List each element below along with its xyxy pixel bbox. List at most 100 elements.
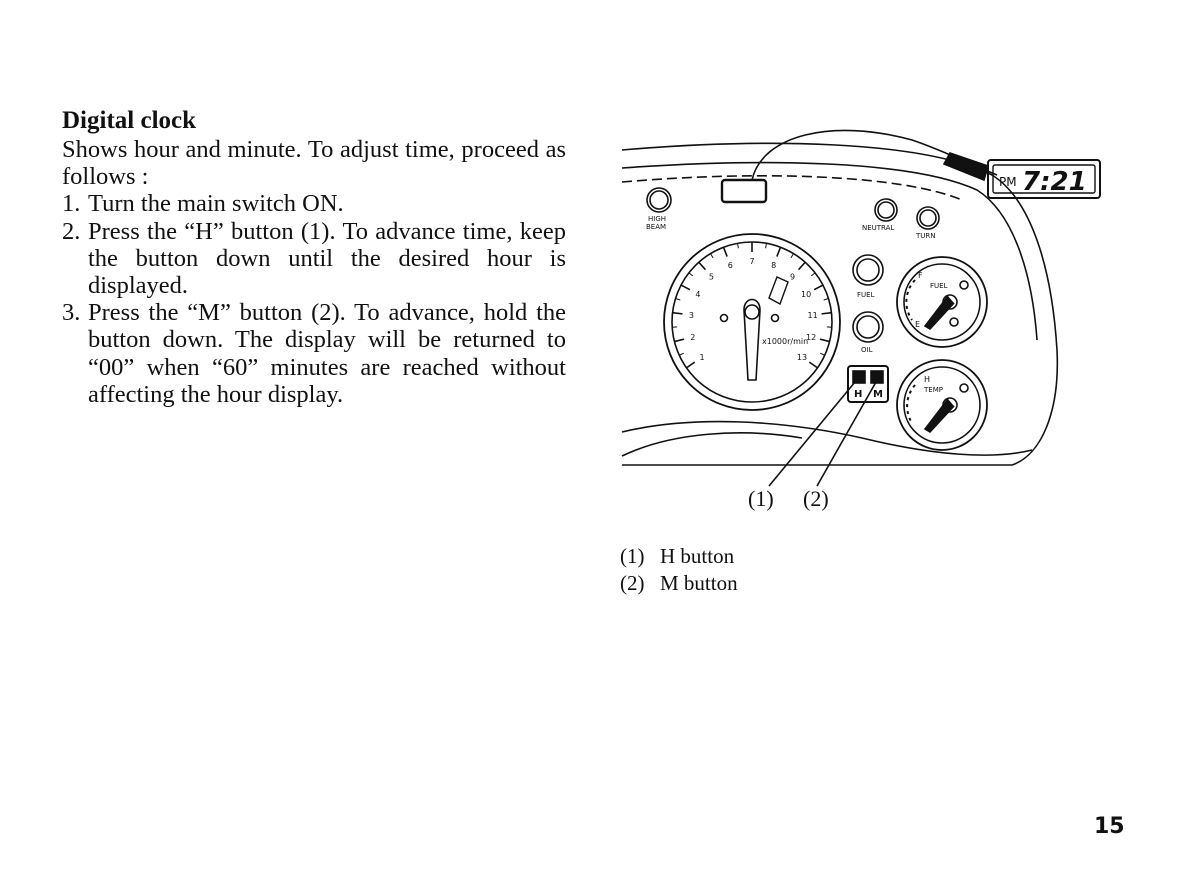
m-key-label: M [873,389,883,400]
tach-minor-tick [710,253,714,259]
hm-button-block: H M [847,365,889,403]
turn-light [916,206,940,230]
steps-list: 1. Turn the main switch ON. 2. Press the… [62,190,566,408]
tach-minor-tick [810,272,816,277]
m-button[interactable] [870,370,884,384]
leader-line-clock [751,129,998,181]
tach-tick [821,311,832,315]
tach-number: 4 [695,290,700,299]
neutral-label: NEUTRAL [862,224,894,232]
tach-number: 2 [690,333,695,342]
tach-number: 13 [797,353,807,362]
temp-hot-mark: H [924,375,930,384]
neutral-light [874,198,898,222]
clock-window [720,178,768,204]
callout-label-1: (1) [748,486,774,511]
tach-tick [680,284,691,291]
tach-number: 9 [790,272,795,281]
panel-lower-edge [621,420,1033,456]
oil-label: OIL [861,346,873,354]
tach-tick [674,338,685,343]
clock-display-frame [987,159,1101,199]
fuel-needle [923,295,955,331]
page-number: 15 [1094,814,1125,839]
tach-minor-tick [819,352,825,356]
temp-gauge-label: TEMP [923,386,943,394]
tach-minor-tick [679,352,685,356]
high-beam-label: BEAM [646,223,666,231]
legend-item: (1) H button [620,543,738,570]
tach-minor-tick [790,253,794,259]
legend-label: M button [660,571,738,595]
leader-line-m [816,381,877,487]
fuel-gauge: F FUEL E [896,256,988,348]
panel-outline [621,142,1059,466]
fuel-empty-mark: E [915,320,920,329]
tach-tick [698,261,707,271]
tach-unit-label: x1000r/min [762,337,808,346]
panel-bezel-dashed [621,175,963,201]
tach-number: 5 [709,272,714,281]
tach-minor-tick [823,298,829,301]
tach-number: 6 [728,261,733,270]
turn-label: TURN [915,232,936,240]
figure-legend: (1) H button (2) M button [620,543,738,597]
tach-tick [808,361,818,369]
step-item: 3. Press the “M” button (2). To advance,… [62,299,566,408]
panel-bottom-lip [621,432,803,457]
legend-number: (1) [620,544,645,568]
instruction-text: Digital clock Shows hour and minute. To … [62,106,566,408]
step-text: Press the “M” button (2). To advance, ho… [88,299,566,408]
clock-ampm: PM [999,175,1017,189]
fuel-light-label: FUEL [857,291,875,299]
tach-number: 10 [801,290,811,299]
legend-number: (2) [620,571,645,595]
step-number: 1. [62,190,81,218]
tach-number: 8 [771,261,776,270]
legend-label: H button [660,544,735,568]
fuel-gauge-label: FUEL [930,282,948,290]
tach-tick [722,246,728,257]
tach-tick [813,284,824,291]
tach-number: 1 [699,353,704,362]
temp-needle [923,398,955,434]
step-number: 2. [62,217,81,245]
tach-minor-tick [675,298,681,301]
fuel-warning-light [852,254,884,286]
tach-minor-tick [765,243,767,249]
panel-inner-outline [621,161,1038,341]
leader-wedge [942,152,989,182]
step-number: 3. [62,299,81,327]
callout-label-2: (2) [803,486,829,511]
tach-tick [797,261,806,271]
high-beam-label: HIGH [648,215,666,223]
h-key-label: H [854,389,862,400]
h-button[interactable] [852,370,866,384]
section-intro: Shows hour and minute. To adjust time, p… [62,136,566,191]
oil-warning-light [852,311,884,343]
temperature-gauge: H TEMP [896,359,988,451]
clock-time: 7:21 [1022,167,1087,197]
tach-number: 3 [689,311,694,320]
tach-tick [819,338,830,343]
tach-tick [776,246,782,257]
tach-needle [743,298,761,381]
step-item: 1. Turn the main switch ON. [62,190,566,217]
step-text: Turn the main switch ON. [88,190,344,218]
step-text: Press the “H” button (1). To advance tim… [88,217,566,300]
tach-number: 11 [807,311,817,320]
tach-tick [672,311,683,315]
tach-minor-tick [737,243,739,249]
tach-number: 7 [749,257,754,266]
high-beam-light [646,187,672,213]
redline-arc [768,276,789,306]
tach-number: 12 [806,333,816,342]
legend-item: (2) M button [620,570,738,597]
tach-tick [686,361,696,369]
tach-minor-tick [688,272,694,277]
leader-line-h [768,381,856,487]
section-heading: Digital clock [62,107,197,134]
fuel-full-mark: F [918,271,923,280]
